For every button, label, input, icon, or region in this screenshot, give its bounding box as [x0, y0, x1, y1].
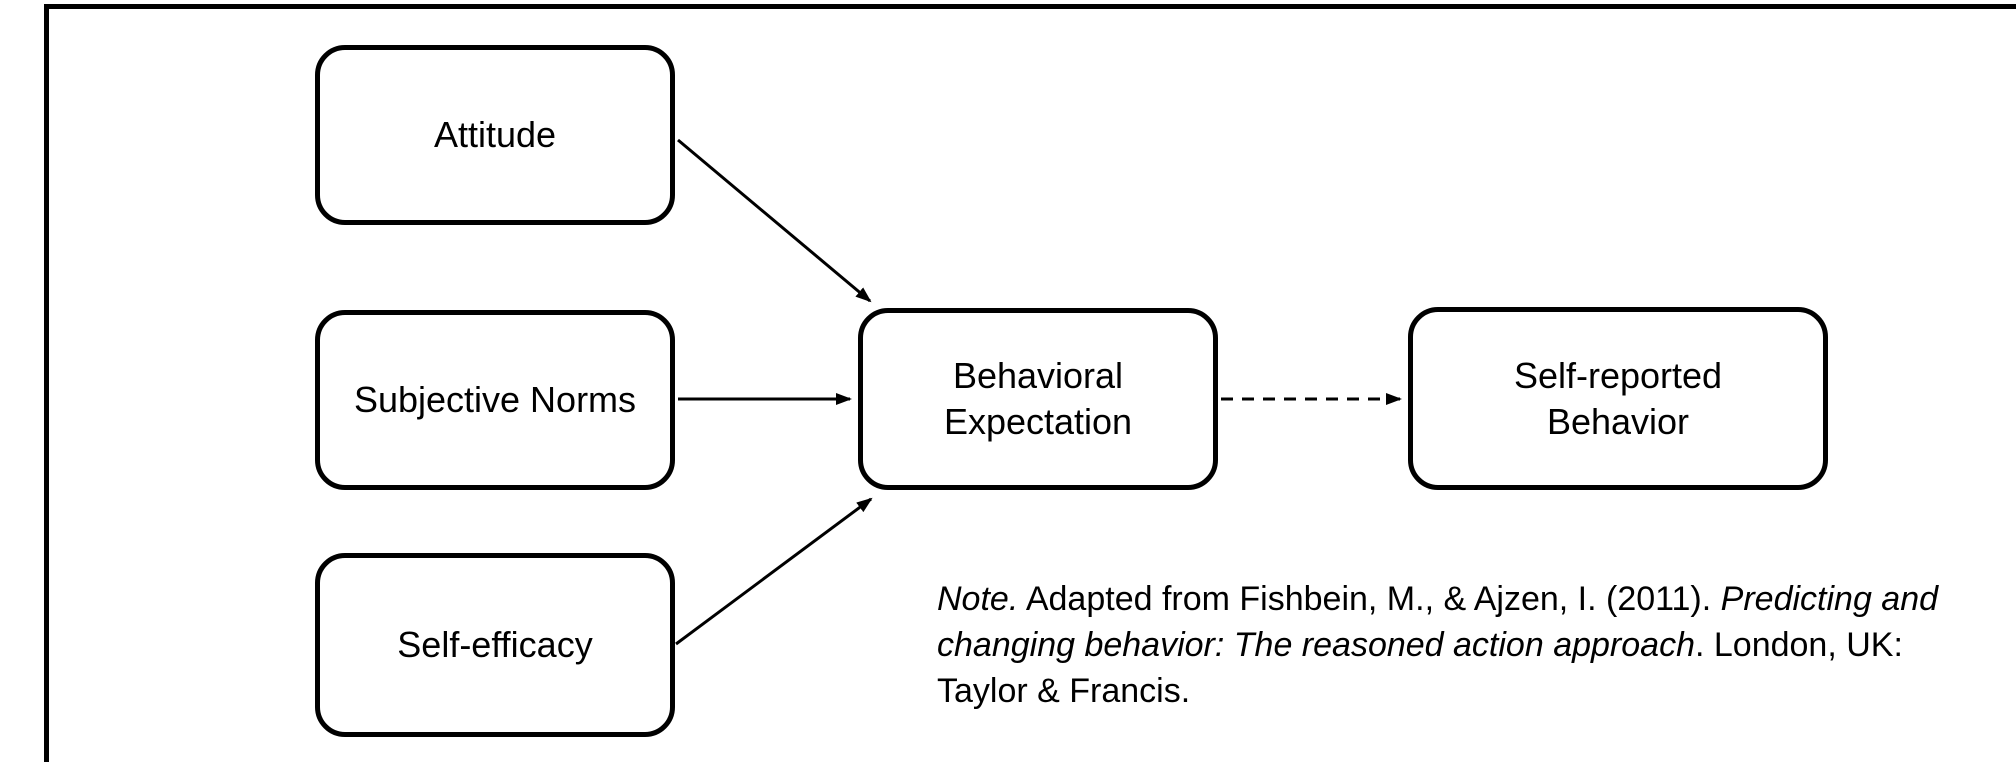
box-attitude: Attitude [315, 45, 675, 225]
box-label: Behavioral Expectation [943, 355, 1133, 442]
note-segment-italic: changing behavior: The reasoned action a… [937, 626, 1695, 664]
box-label: Self-reported Behavior [1513, 354, 1723, 442]
box-behavioral-expectation: Behavioral Expectation [858, 308, 1218, 490]
note-line: Taylor & Francis. [937, 668, 1977, 714]
box-self-reported-behavior: Self-reported Behavior [1408, 307, 1828, 490]
note-segment: . London, UK: [1694, 626, 1903, 664]
box-label: Attitude [433, 114, 557, 155]
box-subjective-norms: Subjective Norms [315, 310, 675, 490]
note-line: Note. Adapted from Fishbein, M., & Ajzen… [937, 576, 1977, 622]
page-frame-border [44, 4, 2016, 762]
box-label: Self-efficacy [397, 624, 593, 665]
note-segment-italic: Predicting and [1720, 580, 1939, 618]
note-line: changing behavior: The reasoned action a… [937, 622, 1977, 668]
note-citation: Note. Adapted from Fishbein, M., & Ajzen… [937, 576, 1977, 714]
box-label: Subjective Norms [353, 379, 637, 420]
box-self-efficacy: Self-efficacy [315, 553, 675, 737]
note-segment: Taylor & Francis. [937, 672, 1191, 710]
note-segment-italic: Note. [937, 580, 1019, 618]
note-segment: Adapted from Fishbein, M., & Ajzen, I. (… [1018, 580, 1721, 618]
